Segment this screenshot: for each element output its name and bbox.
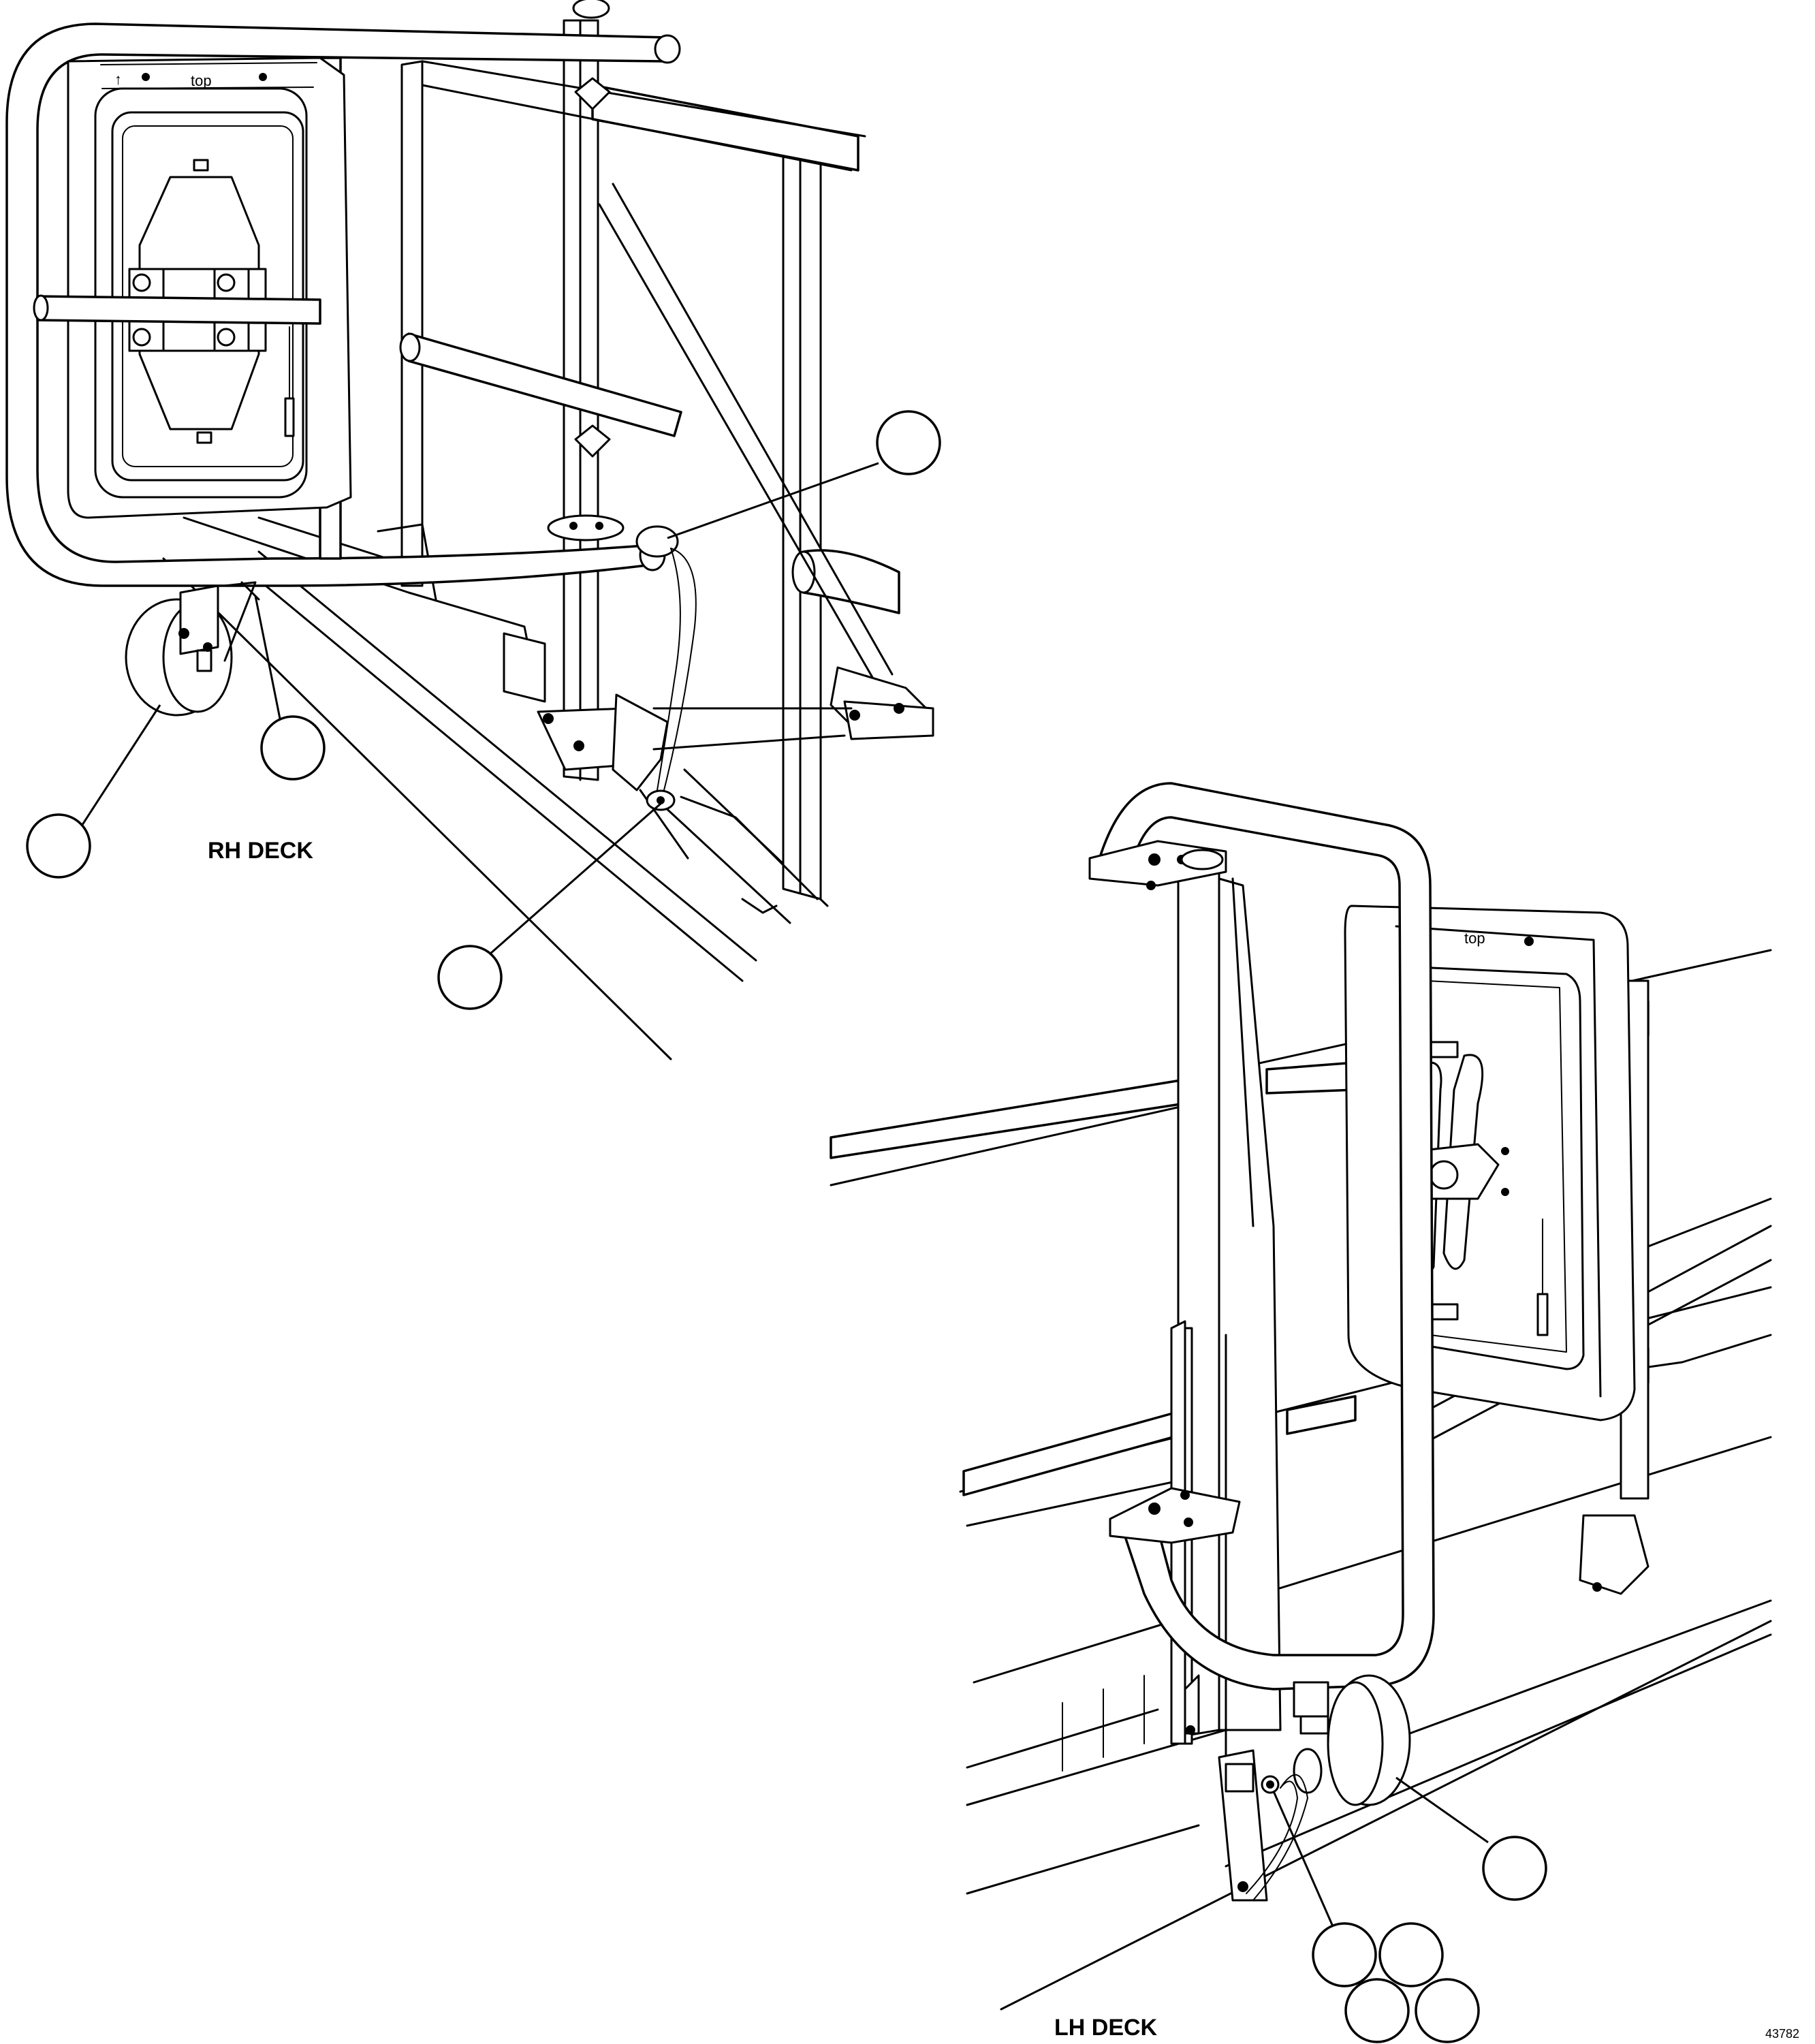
lh-callout-4 <box>1344 1978 1410 2043</box>
rh-sticker-top: top <box>191 72 212 89</box>
rh-callout-3 <box>26 813 91 879</box>
rh-light-box: ↑ top <box>67 57 352 519</box>
lh-handrail <box>1088 782 1435 1691</box>
figure-number: 43782 <box>1765 2027 1799 2041</box>
rh-callout-1 <box>876 410 941 475</box>
lh-callout-2 <box>1312 1922 1377 1987</box>
rh-cable <box>646 548 697 811</box>
rh-wheel <box>125 581 260 717</box>
rh-lower-beam <box>183 516 546 703</box>
rh-strap <box>33 294 321 325</box>
rh-deck-view: ↑ top <box>5 0 941 1060</box>
lh-wheel <box>1293 1599 1772 1806</box>
lh-sticker-top: top <box>1464 930 1485 947</box>
lh-deck-label: LH DECK <box>1054 2015 1158 2041</box>
rh-callouts <box>26 410 941 1010</box>
lh-callout-1 <box>1482 1836 1547 1901</box>
lh-deck-view: top <box>830 782 1772 2043</box>
lh-mount-bracket <box>1184 1674 1268 1902</box>
lh-cable <box>1246 1774 1308 1901</box>
rh-sticker-arrow: ↑ <box>114 71 122 88</box>
rh-deck-edges <box>162 550 829 1060</box>
rh-callout-2 <box>260 715 326 781</box>
rh-base-plate <box>537 693 934 914</box>
rh-vertical-posts <box>400 0 822 900</box>
lh-light-box: top <box>1344 905 1636 1421</box>
lh-callout-5 <box>1415 1978 1480 2043</box>
lh-deck-end-box <box>1579 1514 1650 1595</box>
rh-handrail <box>5 22 681 587</box>
rh-post-clamps <box>547 77 625 541</box>
rh-deck-label: RH DECK <box>208 838 313 864</box>
rh-callout-4 <box>437 945 503 1010</box>
lh-callout-3 <box>1378 1922 1444 1987</box>
lh-callouts <box>1272 1776 1547 2043</box>
